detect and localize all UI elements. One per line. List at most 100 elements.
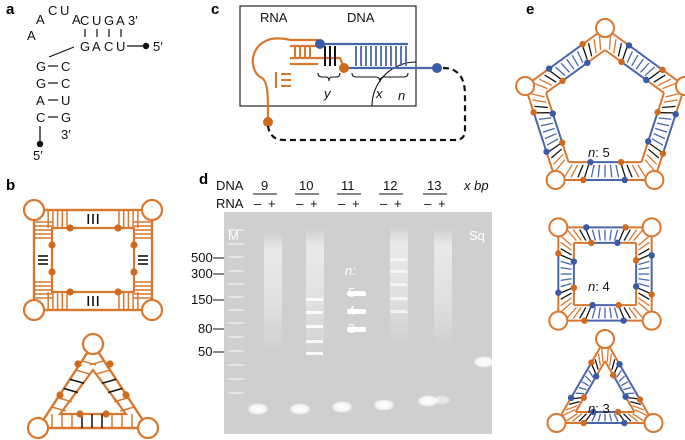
rna-end-dot	[636, 396, 644, 403]
smear	[434, 228, 452, 348]
square-n-label: n: 4	[588, 279, 610, 294]
hairpin-loop	[595, 329, 615, 349]
marker-band	[228, 392, 244, 394]
rna-end-dot	[580, 176, 587, 184]
rna-end-dot	[614, 408, 622, 416]
rna-end-dot	[48, 241, 56, 249]
ladder-label-50: 50	[198, 344, 212, 359]
panel-e-rna-dna-polygons	[515, 18, 685, 433]
dna-end-dot	[592, 373, 600, 380]
square-rna-assembly	[22, 198, 164, 322]
x-bp-label: x bp	[463, 178, 489, 193]
stem-left-4: C	[36, 110, 45, 125]
hairpin-loop	[548, 217, 569, 238]
hairpin-loop	[548, 310, 569, 331]
marker-lane-label: M	[228, 228, 239, 243]
rna-end-dot	[580, 419, 587, 427]
rna-end-dot	[102, 410, 110, 418]
stem-left-1: G	[36, 59, 46, 74]
dna-length-10: 10	[299, 178, 313, 193]
band	[390, 258, 407, 261]
dna-five-prime-dot	[315, 39, 325, 49]
bottom-nt-1: G	[80, 39, 90, 54]
hairpin-loop	[643, 413, 664, 433]
hairpin-loop	[22, 298, 46, 322]
loop-nt-1: A	[36, 12, 45, 27]
rna-end-dot	[618, 58, 625, 66]
band	[390, 310, 407, 313]
top-nt-1: C	[80, 13, 89, 28]
marker-band	[228, 296, 244, 298]
dna-end-dot	[632, 283, 640, 290]
n-label: n	[398, 88, 405, 103]
band	[390, 297, 407, 300]
marker-band	[228, 229, 244, 231]
rna-sign: –	[380, 196, 388, 211]
rna-label: RNA	[260, 10, 288, 25]
dna-end-dot	[589, 301, 596, 309]
hairpin-loop	[515, 76, 536, 97]
rna-end-dot	[66, 224, 74, 232]
rna-sign: +	[352, 196, 360, 211]
monomer-band	[433, 395, 451, 405]
rna-end-dot	[106, 360, 114, 368]
n-header: n:	[345, 263, 356, 278]
dna-end-dot	[621, 176, 628, 184]
pentagon-n5	[515, 18, 685, 190]
five-prime-end-dot	[142, 42, 150, 50]
rna-sign: +	[438, 196, 446, 211]
band	[306, 298, 323, 301]
dna-end-dot	[545, 65, 553, 72]
dna-end-dot	[555, 289, 562, 296]
rna-end-dot	[130, 268, 138, 276]
panel-label-d: d	[199, 171, 208, 188]
band-n5-label: 5	[348, 285, 355, 300]
rna-end-dot	[581, 317, 588, 324]
band-n4-label: 4	[348, 303, 355, 318]
band-n3-label: 3	[348, 321, 355, 336]
square-n-value: : 4	[595, 279, 609, 294]
rna-sign: +	[394, 196, 402, 211]
rna-end-dot	[588, 239, 595, 247]
hairpin-loop	[595, 18, 615, 38]
rna-end-dot	[559, 139, 566, 146]
triangle-rna-assembly	[26, 332, 160, 440]
x-bp-text: x bp	[463, 178, 489, 193]
ladder-label-500: 500	[191, 250, 213, 265]
marker-band	[228, 256, 244, 258]
y-label: y	[323, 86, 332, 101]
rna-sign: –	[338, 196, 346, 211]
panel-label-c: c	[211, 1, 219, 18]
band	[306, 325, 323, 328]
rna-end-dot	[632, 257, 640, 264]
rna-three-prime-dot	[339, 63, 349, 73]
band	[306, 352, 323, 355]
rna-end-dot	[74, 360, 82, 368]
rna-sign: +	[268, 196, 276, 211]
stem-left-3: A	[36, 93, 45, 108]
rna-end-dot	[56, 391, 64, 399]
dna-end-dot	[648, 252, 655, 259]
marker-band	[228, 336, 244, 338]
rna-end-dot	[659, 150, 667, 157]
rna-end-dot	[659, 66, 666, 73]
pentagon-n-value: : 5	[595, 145, 609, 160]
monomer-band	[289, 403, 311, 415]
hairpin-loop	[545, 169, 566, 190]
triangle-n-value: : 3	[595, 401, 609, 416]
dna-end-dot	[644, 138, 652, 145]
dna-end-dot	[590, 408, 597, 416]
brace-x	[351, 72, 409, 83]
rna-sign: –	[254, 196, 262, 211]
three-prime-bottom: 3′	[61, 127, 71, 142]
rna-end-dot	[610, 372, 617, 379]
marker-band	[228, 350, 244, 352]
hairpin-loop	[81, 332, 105, 356]
stem-left-2: G	[36, 76, 46, 91]
monomer-band	[373, 399, 395, 411]
panel-c-schematic: RNA DNA n	[239, 5, 467, 142]
